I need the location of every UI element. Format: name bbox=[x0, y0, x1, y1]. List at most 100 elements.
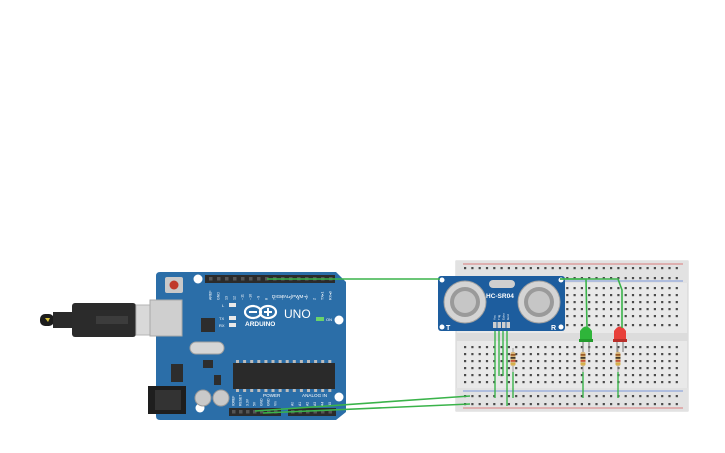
breadboard-hole bbox=[544, 367, 547, 370]
breadboard-hole bbox=[588, 374, 591, 377]
breadboard-hole bbox=[595, 324, 598, 327]
l-label: L bbox=[222, 303, 225, 308]
sensor-mount-hole bbox=[558, 324, 564, 330]
breadboard-hole bbox=[653, 315, 656, 318]
red-led[interactable] bbox=[613, 326, 627, 353]
digital-pin-hole[interactable] bbox=[249, 277, 253, 281]
digital-pin-label: TX▸1 bbox=[321, 292, 325, 300]
breadboard-hole bbox=[602, 315, 605, 318]
digital-pin-label: ~10 bbox=[249, 294, 253, 300]
digital-pin-hole[interactable] bbox=[209, 277, 213, 281]
digital-pin-label: ~11 bbox=[241, 294, 245, 300]
sensor-pin-label: Gnd bbox=[506, 314, 510, 320]
wire-gnd[interactable] bbox=[254, 395, 471, 412]
digital-pin-hole[interactable] bbox=[217, 277, 221, 281]
breadboard-hole bbox=[639, 267, 642, 270]
analog-pin-hole[interactable] bbox=[321, 410, 325, 414]
small-chip bbox=[214, 375, 221, 385]
breadboard-hole bbox=[610, 403, 613, 406]
transmitter-transducer bbox=[443, 280, 487, 324]
chip-pin bbox=[236, 389, 239, 392]
digital-pin-hole[interactable] bbox=[257, 277, 261, 281]
breadboard-hole bbox=[573, 294, 576, 297]
breadboard-hole bbox=[588, 294, 591, 297]
breadboard-hole bbox=[573, 360, 576, 363]
breadboard-hole bbox=[580, 287, 583, 290]
green-led[interactable] bbox=[579, 326, 593, 353]
digital-pin-label: 8 bbox=[265, 298, 269, 300]
breadboard-hole bbox=[566, 381, 569, 384]
breadboard-hole bbox=[631, 367, 635, 370]
breadboard-hole bbox=[668, 360, 671, 363]
digital-pin-hole[interactable] bbox=[225, 277, 229, 281]
breadboard-hole bbox=[646, 301, 649, 304]
sensor-pin[interactable] bbox=[502, 322, 506, 328]
power-pin-label: 3.3V bbox=[246, 398, 250, 406]
tx-label: TX bbox=[219, 316, 224, 321]
breadboard-hole bbox=[588, 381, 591, 384]
breadboard-hole bbox=[588, 367, 591, 370]
sensor-pin[interactable] bbox=[493, 322, 497, 328]
chip-pin bbox=[236, 360, 239, 363]
breadboard-hole bbox=[588, 308, 591, 311]
chip-pin bbox=[257, 389, 261, 392]
sensor-pin[interactable] bbox=[497, 322, 502, 328]
wires[interactable] bbox=[254, 278, 623, 414]
power-pin-hole[interactable] bbox=[260, 410, 264, 414]
wire-5v[interactable] bbox=[262, 403, 471, 414]
breadboard-hole bbox=[558, 374, 562, 377]
analog-pin-hole[interactable] bbox=[328, 410, 333, 414]
breadboard-hole bbox=[595, 277, 598, 280]
power-pin-hole[interactable] bbox=[267, 410, 271, 414]
breadboard-hole bbox=[573, 324, 576, 327]
power-pin-hole[interactable] bbox=[239, 410, 243, 414]
analog-pin-label: A3 bbox=[313, 402, 317, 406]
analog-pin-hole[interactable] bbox=[313, 410, 318, 414]
sensor-pin[interactable] bbox=[506, 322, 511, 328]
breadboard-hole bbox=[646, 403, 649, 406]
power-pin-hole[interactable] bbox=[232, 410, 236, 414]
breadboard-hole bbox=[566, 301, 569, 304]
breadboard-hole bbox=[610, 395, 613, 398]
breadboard-hole bbox=[624, 324, 627, 327]
breadboard-hole bbox=[675, 403, 678, 406]
breadboard-hole bbox=[617, 294, 620, 297]
digital-pin-label: 4 bbox=[297, 298, 301, 300]
crystal-oscillator bbox=[189, 341, 225, 355]
breadboard-hole bbox=[515, 267, 518, 270]
breadboard-hole bbox=[668, 315, 671, 318]
capacitor bbox=[212, 389, 230, 407]
breadboard-hole bbox=[675, 294, 678, 297]
breadboard-hole bbox=[668, 403, 671, 406]
chip-pin bbox=[264, 360, 268, 363]
receiver-marker: R bbox=[551, 325, 556, 332]
arduino-logo-text: ARDUINO bbox=[245, 321, 275, 328]
breadboard-hole bbox=[500, 267, 503, 270]
power-pin-hole[interactable] bbox=[246, 410, 250, 414]
digital-pin-hole[interactable] bbox=[241, 277, 245, 281]
breadboard-hole bbox=[602, 374, 605, 377]
digital-pin-label: ~6 bbox=[281, 296, 285, 300]
digital-pin-hole[interactable] bbox=[265, 277, 269, 281]
resistor-band bbox=[510, 354, 516, 356]
breadboard-hole bbox=[624, 360, 627, 363]
breadboard-hole bbox=[573, 353, 576, 356]
breadboard-hole bbox=[661, 301, 664, 304]
breadboard-hole bbox=[478, 346, 481, 349]
breadboard-hole bbox=[580, 374, 583, 377]
breadboard-hole bbox=[631, 403, 635, 406]
center-channel bbox=[456, 333, 688, 341]
power-pin-hole[interactable] bbox=[253, 410, 257, 414]
breadboard-hole bbox=[485, 353, 489, 356]
breadboard-hole bbox=[653, 346, 656, 349]
wire-red-led[interactable] bbox=[560, 278, 623, 328]
breadboard-hole bbox=[500, 346, 503, 349]
digital-pin-hole[interactable] bbox=[233, 277, 237, 281]
breadboard-hole bbox=[617, 346, 620, 349]
breadboard-hole bbox=[639, 395, 642, 398]
breadboard-hole bbox=[639, 381, 642, 384]
resistor-band bbox=[615, 363, 621, 365]
